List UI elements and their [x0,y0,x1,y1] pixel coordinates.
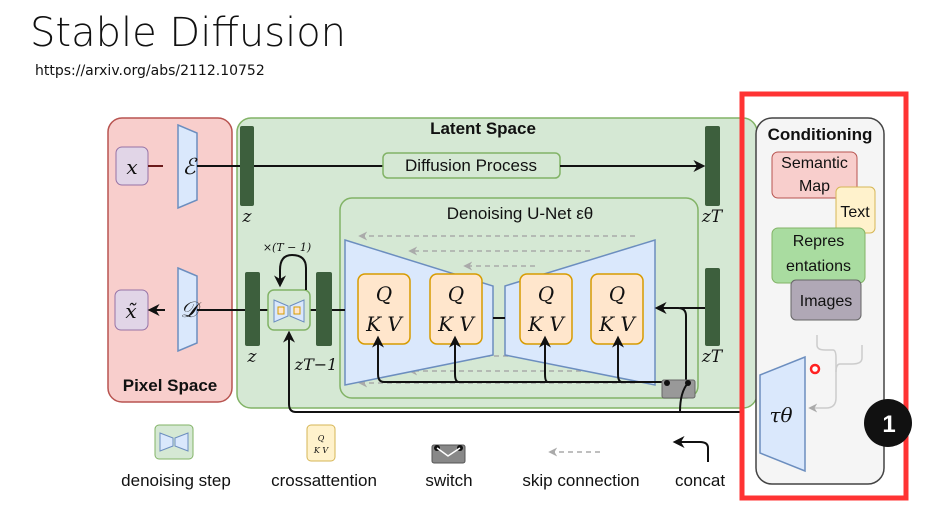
zT-label-top: zT [701,207,724,227]
encoder-label: ℰ [182,155,198,180]
denoising-step-block [267,289,311,331]
legend-denoising-step-icon [154,424,194,460]
zT-1-latent-bar [316,272,332,346]
pixel-space-label: Pixel Space [123,376,218,395]
crossattention-block-1: Q K V [357,273,411,345]
decoder-trapezoid [177,266,198,353]
legend-switch: switch [425,471,472,490]
images-box [790,279,862,321]
text-label: Text [840,204,870,221]
svg-text:K V: K V [437,312,476,336]
latent-space-label: Latent Space [430,119,536,138]
crossattention-block-3: Q K V [519,273,573,345]
conditioning-arrows [283,302,740,413]
legend-concat: concat [675,471,725,490]
slide-title: Stable Diffusion [30,10,347,56]
svg-text:K V: K V [365,312,404,336]
crossattention-block-4: Q K V [590,273,644,345]
svg-text:Q: Q [376,282,392,306]
conditioning-merge-lines [808,335,863,413]
svg-text:K V: K V [313,446,330,455]
svg-text:K V: K V [527,312,566,336]
z-latent-bar-bottom [245,272,260,346]
step-badge[interactable] [864,399,912,447]
x-label: x [126,155,137,179]
zT-latent-bar-bottom [705,268,720,346]
legend-denoising-step: denoising step [121,471,231,490]
unet-label: Denoising U-Net εθ [447,204,593,223]
zT-latent-bar-top [705,126,720,206]
legend-concat-icon [672,436,709,462]
legend-crossattention-icon: Q K V [306,424,336,462]
z-label-bottom: z [247,347,258,367]
semantic-map-label: Semantic Map [781,155,848,195]
zT-label-bottom: zT [701,347,724,367]
z-latent-bar-top [240,126,254,206]
conditioning-title: Conditioning [768,125,873,144]
tau-label: τθ [769,403,792,427]
encoder-trapezoid [177,123,198,210]
laser-pointer-dot [809,363,821,375]
legend-switch-icon [431,444,466,464]
images-label: Images [800,293,852,310]
crossattention-block-2: Q K V [429,273,483,345]
tau-encoder-trapezoid [759,355,806,473]
z-label-top: z [242,207,253,227]
x-tilde-label: x̃ [125,299,137,323]
svg-text:Q: Q [318,434,325,443]
decoder-label: 𝒟 [180,298,202,323]
svg-text:Q: Q [538,282,554,306]
svg-text:Q: Q [609,282,625,306]
representations-label: Repres entations [786,233,851,275]
paper-url[interactable]: https://arxiv.org/abs/2112.10752 [35,63,265,79]
highlight-box [739,91,909,501]
legend-crossattention: crossattention [271,471,377,490]
legend-skip-connection: skip connection [522,471,639,490]
pixel-space-panel [107,117,233,403]
diffusion-process-label: Diffusion Process [405,156,537,175]
repeat-label: ×(T − 1) [263,241,311,254]
zT-1-label: zT−1 [294,355,338,374]
svg-text:K V: K V [598,312,637,336]
step-badge-label: 1 [882,411,895,438]
semantic-map-box [771,151,858,199]
svg-text:Q: Q [448,282,464,306]
